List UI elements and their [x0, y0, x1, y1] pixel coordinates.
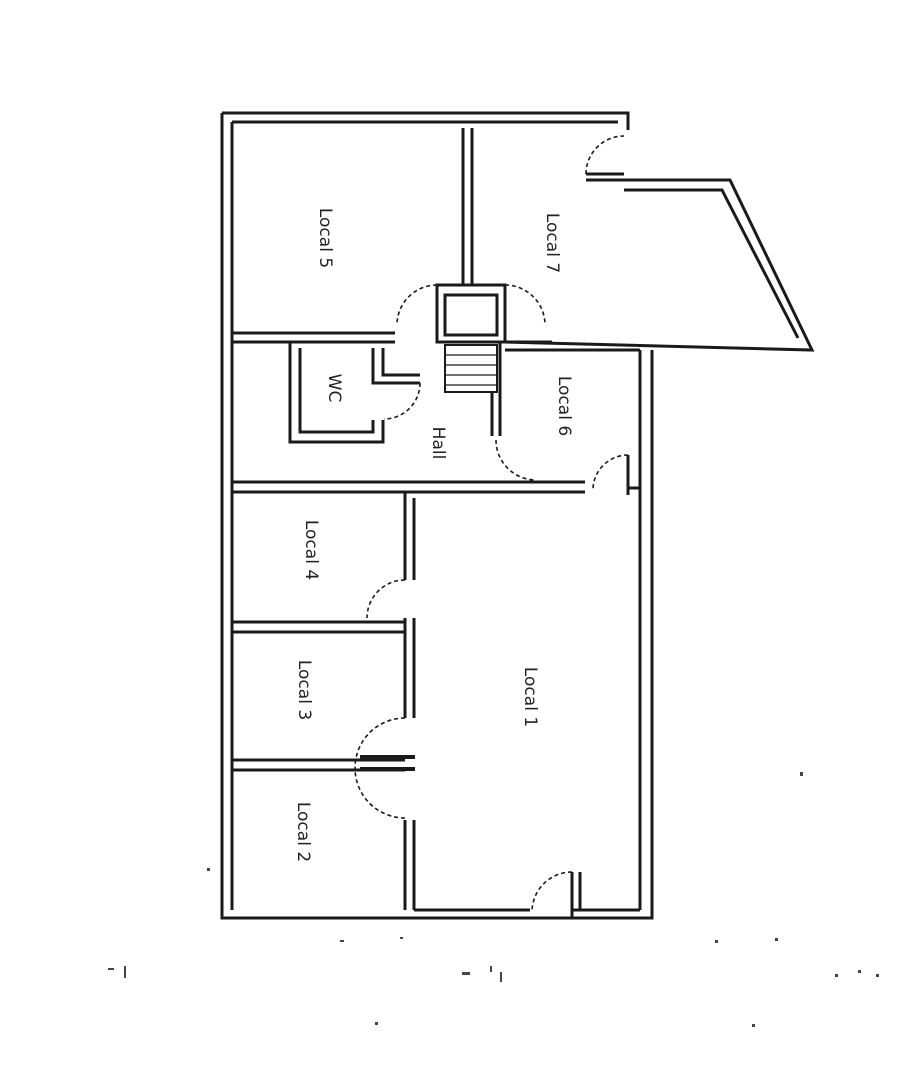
label-local7: Local 7: [542, 213, 562, 273]
label-wc: WC: [324, 374, 344, 403]
interior-walls: [232, 128, 640, 918]
label-hall: Hall: [428, 427, 448, 460]
label-local1: Local 1: [520, 667, 540, 727]
door-jamb: [360, 755, 415, 771]
label-local6: Local 6: [554, 376, 574, 436]
label-local5: Local 5: [315, 208, 335, 268]
label-local2: Local 2: [293, 802, 313, 862]
label-local3: Local 3: [294, 660, 314, 720]
scan-noise: [108, 772, 879, 1027]
local7-walls: [504, 172, 815, 352]
label-local4: Local 4: [301, 520, 321, 580]
door-swings: [354, 135, 629, 913]
outer-walls: [220, 111, 654, 920]
